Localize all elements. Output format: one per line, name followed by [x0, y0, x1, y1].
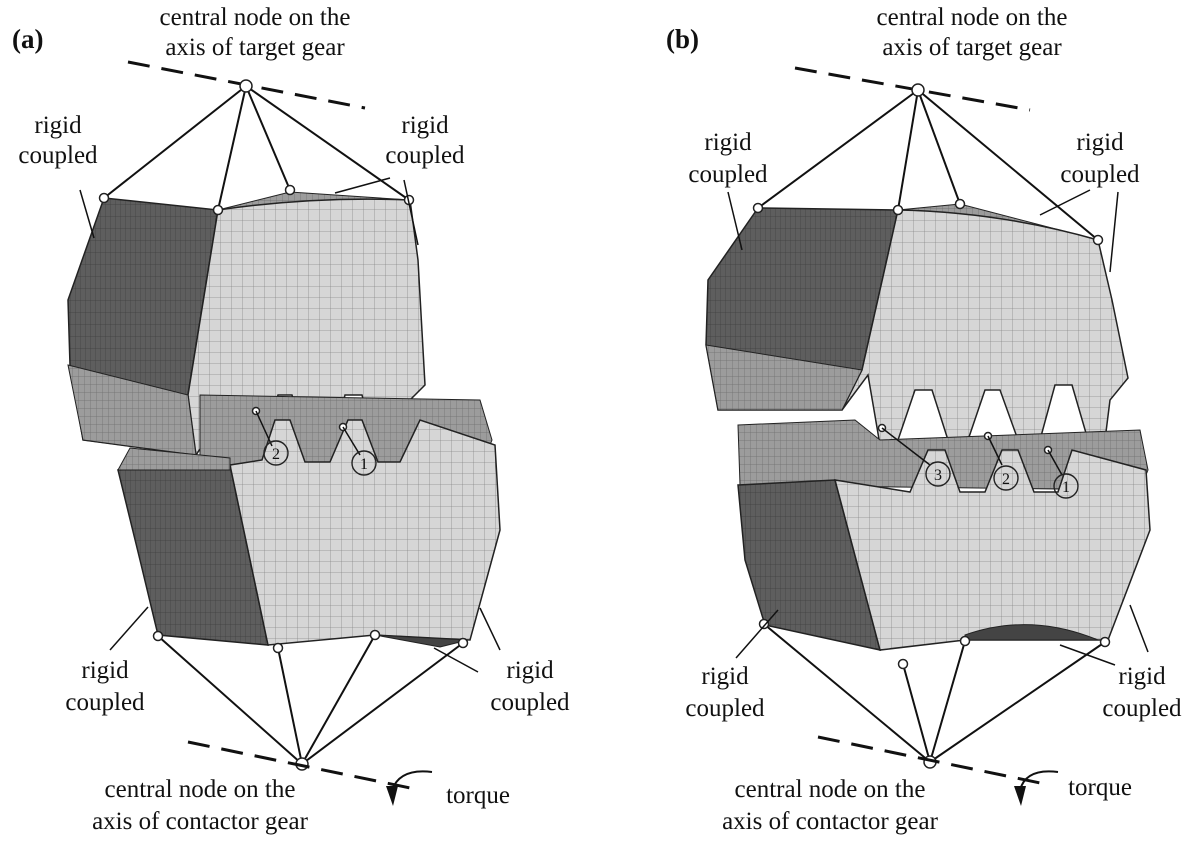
panel-a-top-coupling — [103, 85, 410, 211]
panel-b-contactor-gear — [737, 419, 1151, 651]
panel-a-leaders — [79, 177, 501, 673]
panel-a-target-central-node — [239, 79, 253, 93]
panel-b-upper-right-1: rigid — [1076, 129, 1124, 156]
panel-a-bottom-coupling — [157, 634, 464, 765]
panel-b-leaders — [727, 189, 1149, 666]
panel-b-label: (b) — [666, 24, 699, 54]
panel-b: (b) — [666, 4, 1182, 835]
panel-a-lower-left-1: rigid — [81, 657, 129, 684]
panel-b-contact-1: 1 — [1062, 479, 1070, 496]
panel-a-torque-label: torque — [446, 782, 510, 809]
panel-a-contactor-gear — [117, 394, 501, 648]
panel-b-torque-label: torque — [1068, 774, 1132, 801]
panel-a-contactor-axis — [187, 740, 421, 792]
panel-b-upper-left-2: coupled — [688, 161, 768, 188]
panel-b-top-line2: axis of target gear — [882, 34, 1062, 61]
panel-a-upper-right-2: coupled — [385, 142, 465, 169]
panel-a-target-gear — [67, 191, 426, 461]
panel-b-bottom-line2: axis of contactor gear — [722, 808, 939, 835]
panel-a-lower-left-2: coupled — [65, 689, 145, 716]
panel-a-bottom-line2: axis of contactor gear — [92, 808, 309, 835]
panel-a-label: (a) — [12, 24, 43, 54]
panel-b-bottom-line1: central node on the — [735, 776, 926, 803]
panel-b-contactor-axis — [817, 735, 1051, 787]
panel-b-torque-arrow — [1019, 770, 1059, 791]
panel-a-top-line2: axis of target gear — [165, 34, 345, 61]
panel-b-contact-3: 3 — [934, 467, 942, 484]
panel-b-lower-left-1: rigid — [701, 663, 749, 690]
panel-a-upper-right-1: rigid — [401, 112, 449, 139]
panel-b-upper-left-1: rigid — [704, 129, 752, 156]
panel-a-lower-right-1: rigid — [506, 657, 554, 684]
panel-a-torque-arrow — [391, 770, 433, 791]
panel-a-contact-2: 2 — [272, 446, 280, 463]
panel-b-top-coupling — [757, 89, 1099, 241]
panel-a-contact-1: 1 — [360, 456, 368, 473]
panel-b-top-line1: central node on the — [877, 4, 1068, 31]
panel-b-upper-right-2: coupled — [1060, 161, 1140, 188]
panel-b-nodes — [752, 83, 1111, 769]
panel-b-target-central-node — [911, 83, 925, 97]
panel-b-lower-right-1: rigid — [1118, 663, 1166, 690]
panel-a: (a) — [12, 4, 570, 835]
panel-b-bottom-coupling — [763, 623, 1106, 763]
panel-a-upper-left-1: rigid — [34, 112, 82, 139]
panel-a-bottom-line1: central node on the — [105, 776, 296, 803]
panel-a-upper-left-2: coupled — [18, 142, 98, 169]
panel-a-lower-right-2: coupled — [490, 689, 570, 716]
panel-b-lower-right-2: coupled — [1102, 695, 1182, 722]
panel-b-lower-left-2: coupled — [685, 695, 765, 722]
panel-b-target-gear — [705, 203, 1129, 446]
panel-a-top-line1: central node on the — [160, 4, 351, 31]
panel-b-contact-2: 2 — [1002, 471, 1010, 488]
